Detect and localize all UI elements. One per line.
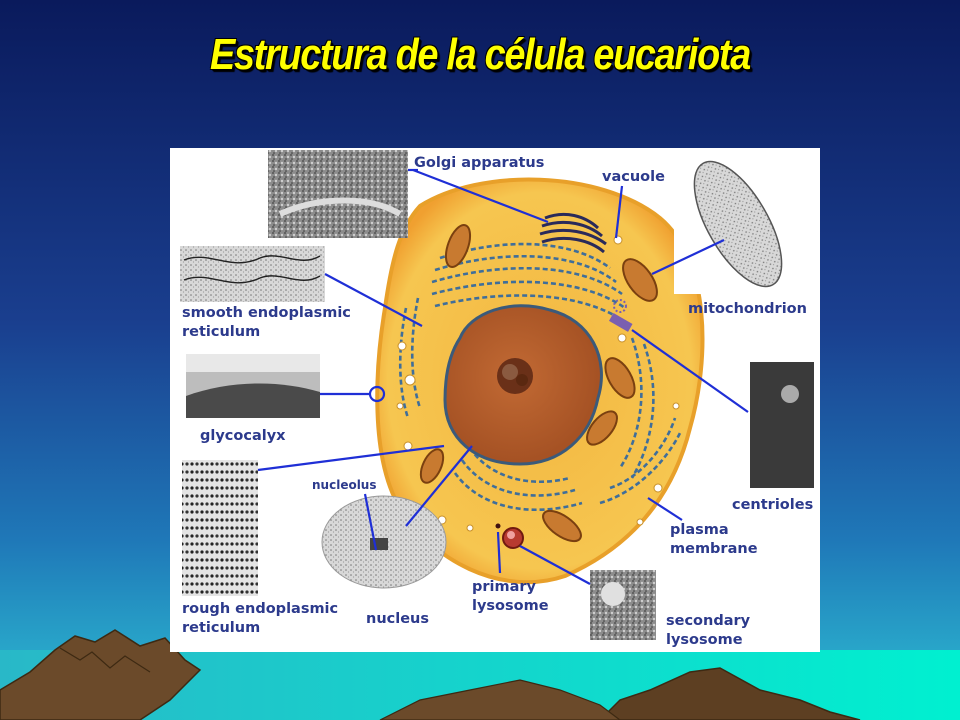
label-nucleolus: nucleolus: [312, 478, 377, 492]
golgi-shape: [539, 212, 607, 254]
label-smooth-er: smooth endoplasmic reticulum: [182, 305, 351, 340]
label-nucleus: nucleus: [366, 611, 429, 627]
label-primary-lysosome: primary lysosome: [472, 579, 549, 614]
rough-er-micrograph: [182, 460, 258, 596]
mountains-right: [598, 667, 861, 720]
label-centrioles: centrioles: [732, 497, 814, 513]
centrioles-micrograph: [750, 362, 814, 488]
label-secondary-lysosome: secondary lysosome: [666, 613, 751, 648]
smooth-er-micrograph: [180, 246, 325, 302]
label-rough-er: rough endoplasmic reticulum: [182, 601, 339, 636]
mountains: [0, 629, 202, 720]
leader-lines: [257, 168, 749, 585]
cell-diagram: [180, 150, 814, 640]
diagram-panel: Golgi apparatus vacuole mitochondrion sm…: [170, 148, 820, 652]
label-mitochondrion: mitochondrion: [688, 301, 807, 317]
cell: [368, 177, 705, 585]
label-vacuole: vacuole: [602, 169, 665, 185]
secondary-lysosome-micrograph: [590, 570, 656, 640]
golgi-micrograph: [268, 150, 408, 238]
label-golgi-apparatus: Golgi apparatus: [414, 155, 545, 171]
centriole-shape: [608, 299, 633, 332]
mitochondria-shapes: [419, 224, 658, 543]
label-plasma-membrane: plasma membrane: [670, 522, 758, 557]
mitochondrion-micrograph: [693, 160, 783, 288]
label-glycocalyx: glycocalyx: [200, 428, 286, 444]
primary-lysosome-shape: [495, 523, 501, 529]
slide-title: Estructura de la célula eucariota: [210, 30, 751, 79]
